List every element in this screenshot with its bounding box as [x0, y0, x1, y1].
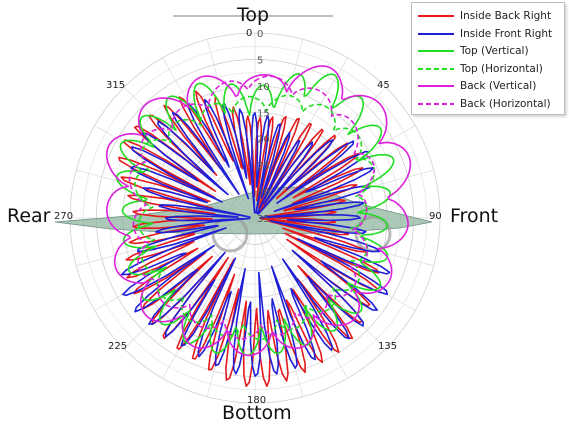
legend-item: Back (Vertical): [418, 78, 536, 94]
series-line-back-vertical: [105, 65, 412, 357]
rear-label: Rear: [7, 205, 51, 227]
radial-tick-label: 10: [257, 82, 270, 93]
legend-label: Back (Vertical): [460, 80, 537, 92]
grid-spoke: [206, 217, 256, 397]
series-line-top-horizontal: [134, 94, 376, 341]
legend-item: Inside Front Right: [418, 26, 552, 42]
legend-label: Top (Horizontal): [460, 62, 543, 75]
radial-tick-label: 5: [257, 55, 263, 66]
legend-swatch: [418, 32, 454, 35]
top-label: Top: [237, 4, 270, 26]
radial-tick-label: 0: [257, 29, 263, 40]
angle-tick-label-315: 315: [106, 80, 126, 91]
angle-tick-label-45: 45: [377, 80, 390, 91]
grid-spoke: [254, 217, 348, 379]
radial-tick-label: 15: [257, 108, 270, 119]
legend-item: Top (Vertical): [418, 43, 529, 59]
grid-spoke: [162, 217, 256, 379]
radial-tick-label: 25: [257, 161, 270, 172]
grid-spoke: [123, 217, 256, 350]
legend-swatch: [418, 102, 454, 105]
radial-tick-label: 35: [257, 214, 270, 225]
legend-item: Inside Back Right: [418, 8, 551, 24]
legend-label: Top (Vertical): [460, 45, 529, 57]
legend-swatch: [418, 50, 454, 52]
series-lines: [105, 65, 412, 387]
front-label: Front: [450, 205, 499, 227]
grid-spoke: [254, 217, 387, 350]
grid-spoke: [162, 57, 256, 219]
series-line-inside-back-right: [118, 90, 380, 387]
bottom-label: Bottom: [222, 402, 292, 424]
legend-label: Inside Back Right: [460, 10, 552, 22]
legend-swatch: [418, 67, 454, 70]
legend-swatch: [418, 85, 454, 87]
radial-tick-label: 20: [257, 135, 270, 146]
angle-tick-label-90: 90: [429, 211, 442, 222]
legend-item: Top (Horizontal): [418, 61, 543, 77]
grid-spoke: [123, 86, 256, 219]
grid-spoke: [206, 39, 256, 219]
legend-item: Back (Horizontal): [418, 96, 551, 112]
series-line-top-vertical: [116, 73, 395, 357]
angle-tick-label-180: 180: [247, 395, 267, 406]
radial-tick-label: 30: [257, 188, 270, 199]
angle-tick-label-135: 135: [378, 341, 398, 352]
legend-label: Back (Horizontal): [460, 97, 551, 110]
angle-tick-label-225: 225: [108, 341, 128, 352]
legend-label: Inside Front Right: [460, 27, 553, 40]
legend-swatch: [418, 15, 454, 17]
radial-tick-labels: 0 5 10 15 20 25 30 35: [257, 29, 270, 225]
angle-tick-label-270: 270: [54, 211, 74, 222]
angle-tick-label-0: 0: [246, 28, 253, 39]
